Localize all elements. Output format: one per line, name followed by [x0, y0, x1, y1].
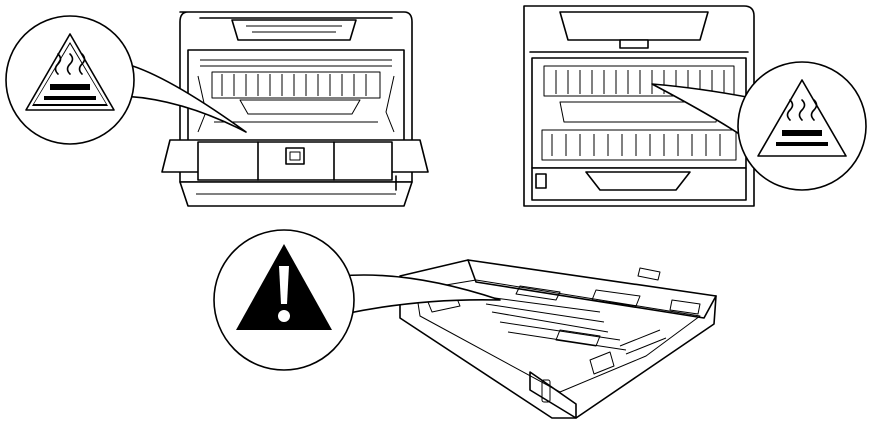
caution-warning-callout-tray [213, 229, 501, 371]
caution-exclamation-icon [236, 244, 332, 330]
hot-surface-warning-callout-front [5, 15, 247, 145]
printer-rear-open [523, 5, 755, 207]
printer-front-open [161, 11, 429, 207]
hot-surface-warning-icon [757, 79, 847, 157]
hot-surface-warning-callout-rear [651, 61, 867, 191]
paper-tray [399, 259, 717, 419]
hot-surface-warning-icon [25, 33, 115, 111]
